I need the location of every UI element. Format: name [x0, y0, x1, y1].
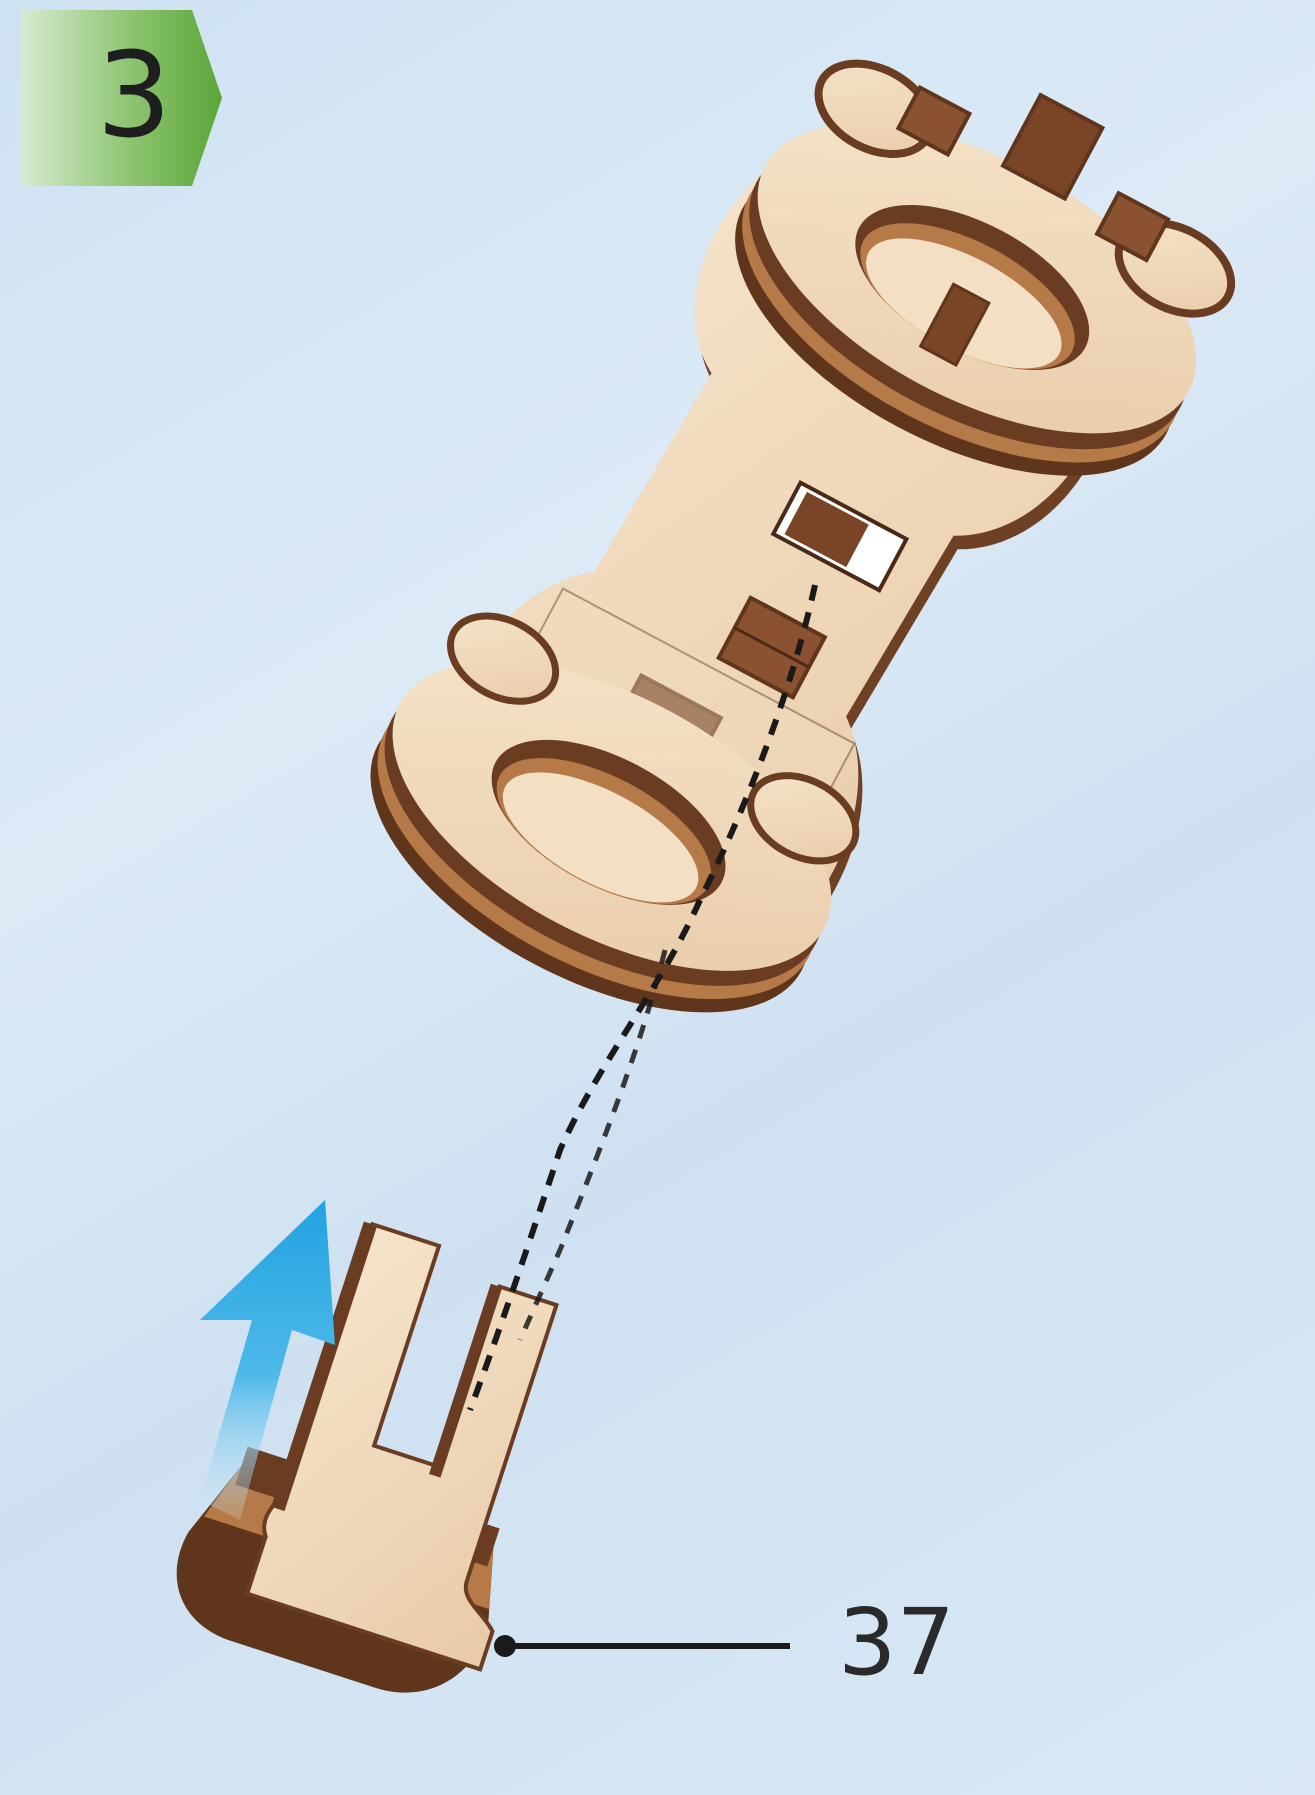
- upper-assembly: [322, 0, 1279, 1109]
- callout-leader: [494, 1635, 790, 1657]
- step-badge: 3: [22, 10, 222, 186]
- step-number: 3: [84, 36, 184, 154]
- part-number-label: 37: [838, 1597, 955, 1689]
